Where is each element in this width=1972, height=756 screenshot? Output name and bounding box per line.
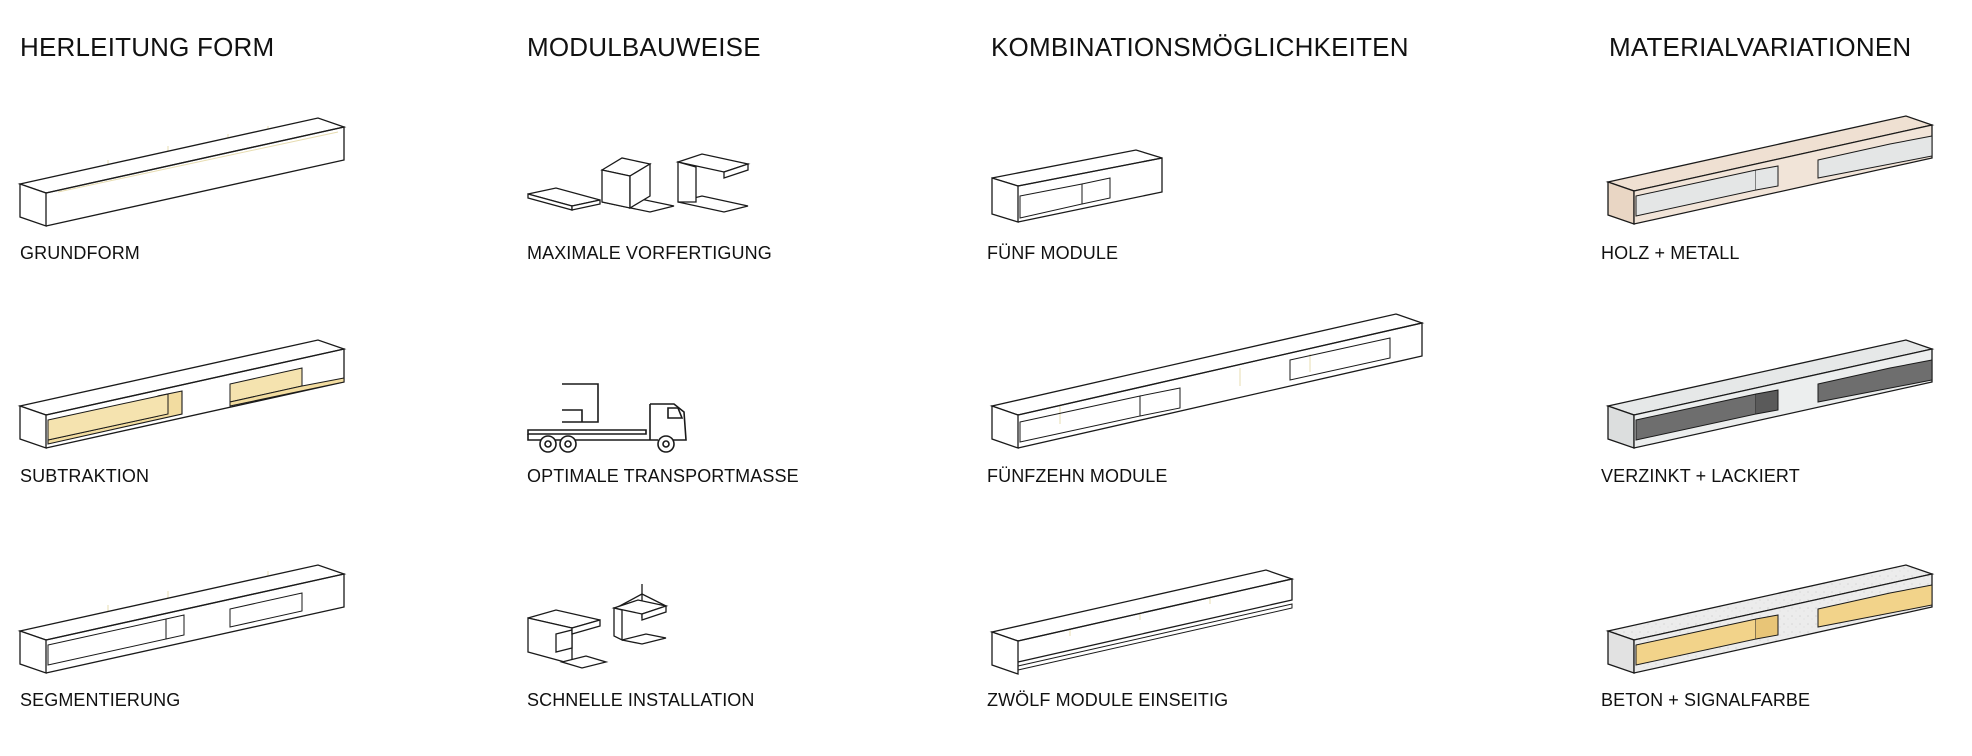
bench-concrete-icon <box>1606 565 1936 677</box>
bench-fifteen-modules-icon <box>990 314 1426 452</box>
caption-fuenf-module: FÜNF MODULE <box>987 243 1119 263</box>
prefab-modules-icon <box>526 150 756 220</box>
caption-segmentierung: SEGMENTIERUNG <box>20 690 181 710</box>
bench-basic-icon <box>18 118 348 228</box>
truck-icon <box>526 382 706 458</box>
crane-install-icon <box>526 582 686 674</box>
caption-schnelle-installation: SCHNELLE INSTALLATION <box>527 690 755 710</box>
bench-wood-metal-icon <box>1606 116 1936 228</box>
caption-grundform: GRUNDFORM <box>20 243 140 263</box>
column-title-herleitung: HERLEITUNG FORM <box>20 32 275 62</box>
column-title-modulbauweise: MODULBAUWEISE <box>527 32 761 62</box>
bench-twelve-modules-icon <box>990 570 1296 676</box>
bench-galvanized-icon <box>1606 340 1936 452</box>
caption-maximale-vorfertigung: MAXIMALE VORFERTIGUNG <box>527 243 772 263</box>
column-title-kombinationsmoeglichkeiten: KOMBINATIONSMÖGLICHKEITEN <box>991 32 1409 62</box>
caption-fuenfzehn-module: FÜNFZEHN MODULE <box>987 466 1168 486</box>
bench-segmentation-icon <box>18 565 348 680</box>
bench-five-modules-icon <box>990 150 1166 228</box>
caption-optimale-transportmasse: OPTIMALE TRANSPORTMASSE <box>527 466 799 486</box>
caption-verzinkt-lackiert: VERZINKT + LACKIERT <box>1601 466 1800 486</box>
caption-subtraktion: SUBTRAKTION <box>20 466 150 486</box>
caption-zwoelf-module-einseitig: ZWÖLF MODULE EINSEITIG <box>987 690 1229 710</box>
caption-beton-signalfarbe: BETON + SIGNALFARBE <box>1601 690 1811 710</box>
bench-subtraction-icon <box>18 340 348 455</box>
column-title-materialvariationen: MATERIALVARIATIONEN <box>1609 32 1912 62</box>
caption-holz-metall: HOLZ + METALL <box>1601 243 1740 263</box>
